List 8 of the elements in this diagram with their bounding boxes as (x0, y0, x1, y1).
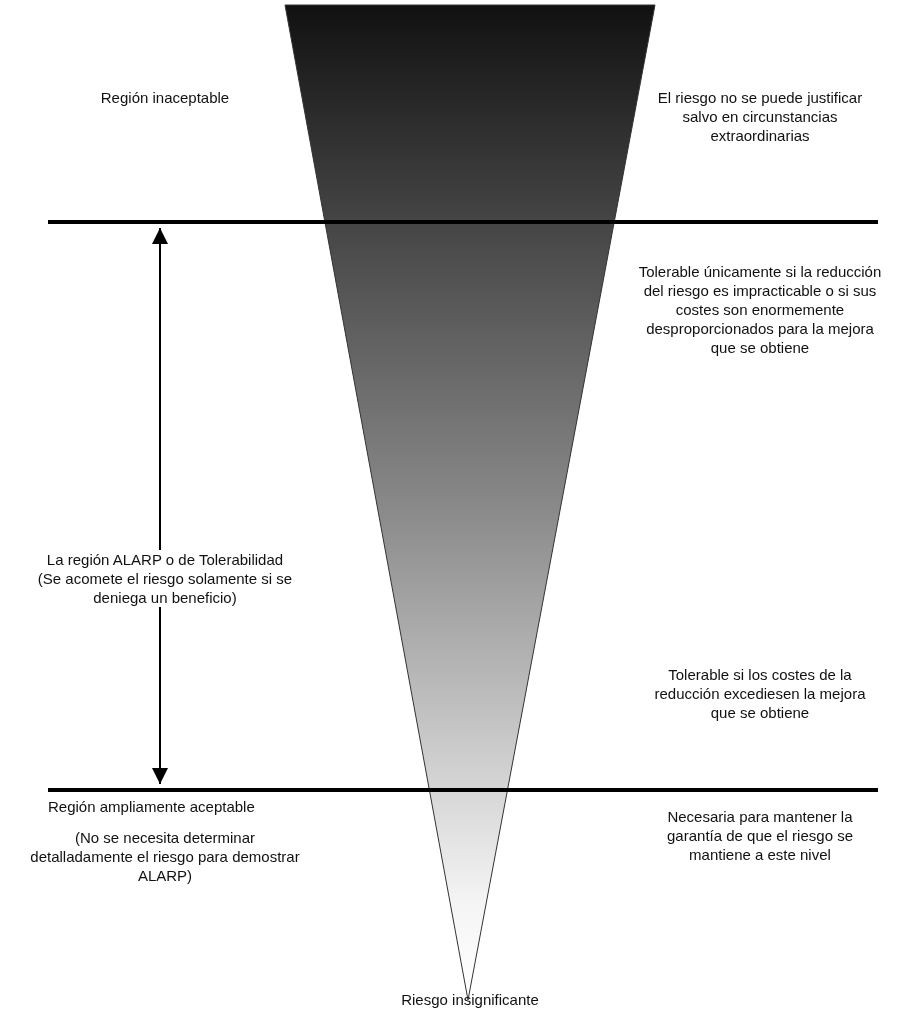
note-text: Tolerable únicamente si la reducción del riesgo es impracticable o si sus costes son enormemente desproporcionados para la mejora que se obtiene (637, 262, 883, 357)
region-label: Región ampliamente aceptable (48, 797, 256, 816)
note-text: El riesgo no se puede justificar salvo en circunstancias extraordinarias (656, 88, 864, 145)
note-text: (No se necesita determinar detalladamente el riesgo para demostrar ALARP) (30, 828, 300, 885)
region-label: Riesgo insignificante (400, 990, 540, 1009)
region-label: Región inaceptable (99, 88, 231, 107)
note-text: Necesaria para mantener la garantía de que el riesgo se mantiene a este nivel (666, 807, 854, 864)
note-text: Tolerable si los costes de la reducción excediesen la mejora que se obtiene (653, 665, 867, 722)
